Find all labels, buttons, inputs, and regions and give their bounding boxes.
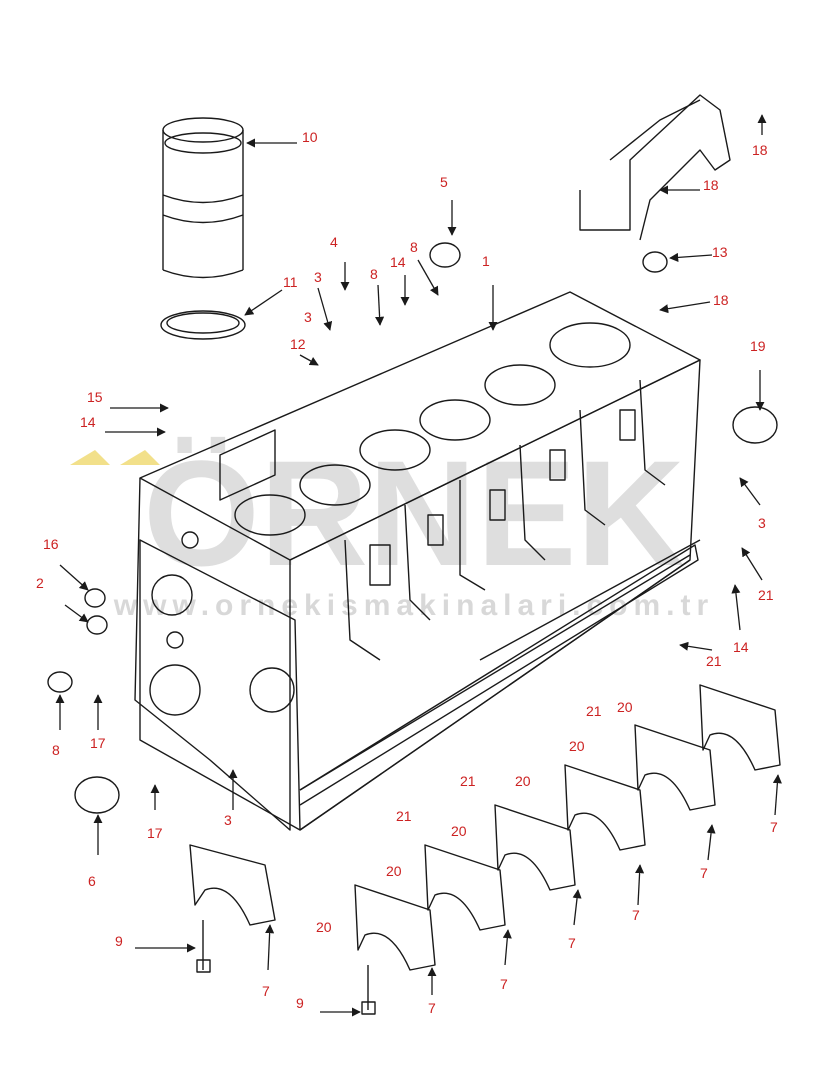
bearing-caps <box>189 684 781 971</box>
callout-20: 20 <box>451 823 467 839</box>
callout-18: 18 <box>703 177 719 193</box>
plug-13 <box>642 251 668 273</box>
seal-ring <box>160 310 246 340</box>
callout-3: 3 <box>314 269 322 285</box>
plug-8-left <box>47 671 73 693</box>
callout-14: 14 <box>733 639 749 655</box>
cylinder-liner <box>162 117 244 279</box>
callout-21: 21 <box>586 703 602 719</box>
callout-3: 3 <box>758 515 766 531</box>
callout-13: 13 <box>712 244 728 260</box>
callout-19: 19 <box>750 338 766 354</box>
callout-7: 7 <box>632 907 640 923</box>
plug-6 <box>74 776 120 814</box>
callout-labels: 1 2 3 3 3 3 4 5 6 7 7 7 7 7 7 7 8 8 8 9 … <box>36 129 778 1016</box>
bolt-9-left <box>196 920 211 973</box>
callout-15: 15 <box>87 389 103 405</box>
callout-3: 3 <box>304 309 312 325</box>
callout-9: 9 <box>115 933 123 949</box>
watermark-accent-right <box>120 450 160 465</box>
callout-8: 8 <box>52 742 60 758</box>
plug-5 <box>429 242 461 268</box>
callout-7: 7 <box>568 935 576 951</box>
callout-21: 21 <box>460 773 476 789</box>
rear-plate <box>579 94 731 241</box>
callout-7: 7 <box>428 1000 436 1016</box>
plug-2 <box>86 615 108 635</box>
block-side <box>134 359 701 831</box>
callout-12: 12 <box>290 336 306 352</box>
callout-4: 4 <box>330 234 338 250</box>
callout-21: 21 <box>706 653 722 669</box>
callout-20: 20 <box>386 863 402 879</box>
callout-18: 18 <box>752 142 768 158</box>
callout-10: 10 <box>302 129 318 145</box>
callout-20: 20 <box>569 738 585 754</box>
callout-1: 1 <box>482 253 490 269</box>
callout-7: 7 <box>700 865 708 881</box>
callout-16: 16 <box>43 536 59 552</box>
leader-arrows <box>55 114 782 1017</box>
callout-18: 18 <box>713 292 729 308</box>
callout-14: 14 <box>80 414 96 430</box>
callout-17: 17 <box>147 825 163 841</box>
callout-5: 5 <box>440 174 448 190</box>
callout-21: 21 <box>758 587 774 603</box>
callout-2: 2 <box>36 575 44 591</box>
callout-21: 21 <box>396 808 412 824</box>
callout-7: 7 <box>770 819 778 835</box>
callout-11: 11 <box>283 274 298 290</box>
watermark: ÖRNEK www.ornekismakinalari.com.tr <box>70 429 708 622</box>
callout-7: 7 <box>262 983 270 999</box>
watermark-brand: ÖRNEK <box>143 429 685 597</box>
callout-7: 7 <box>500 976 508 992</box>
callout-20: 20 <box>316 919 332 935</box>
bolt-9-right <box>361 965 376 1015</box>
plug-16 <box>84 588 106 608</box>
engine-block-drawing <box>47 94 781 1015</box>
callout-6: 6 <box>88 873 96 889</box>
callout-20: 20 <box>515 773 531 789</box>
plug-19 <box>732 406 778 444</box>
watermark-accent-left <box>70 450 110 465</box>
callout-3: 3 <box>224 812 232 828</box>
callout-20: 20 <box>617 699 633 715</box>
callout-8: 8 <box>370 266 378 282</box>
callout-9: 9 <box>296 995 304 1011</box>
callout-8: 8 <box>410 239 418 255</box>
callout-14: 14 <box>390 254 406 270</box>
callout-17: 17 <box>90 735 106 751</box>
